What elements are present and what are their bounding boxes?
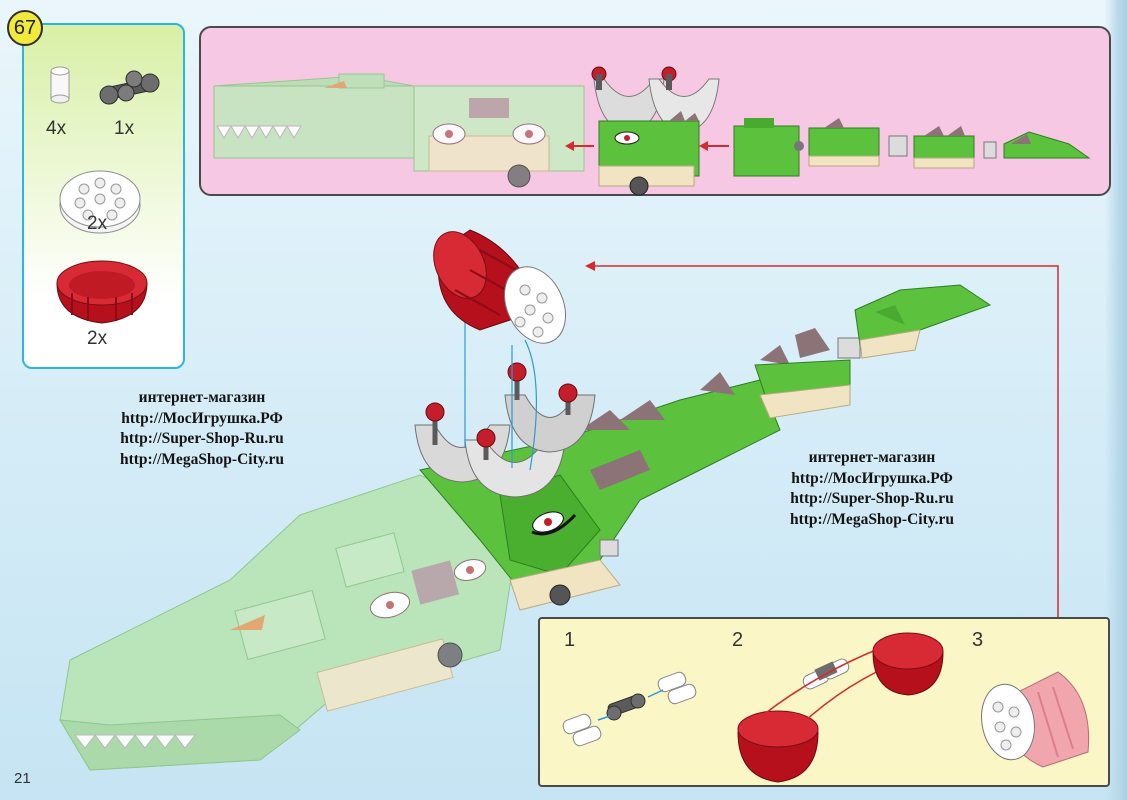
overview-arrow-2 bbox=[699, 141, 729, 151]
crocodile-tail bbox=[754, 284, 992, 419]
parts-list-box: 4x 1x 2x 2x bbox=[22, 23, 185, 369]
shop-info-right: интернет-магазин http://МосИгрушка.РФ ht… bbox=[762, 448, 982, 530]
part-qty-connector: 1x bbox=[114, 118, 135, 139]
axle-connector-icon bbox=[99, 70, 160, 105]
barrel-assembly bbox=[433, 229, 566, 344]
shop-right-heading: интернет-магазин bbox=[808, 449, 936, 466]
overview-arrow-1 bbox=[565, 141, 594, 151]
step-number-badge: 67 bbox=[7, 10, 43, 46]
part-qty-round-plate: 2x bbox=[87, 213, 108, 234]
sub-steps-panel: 1 2 3 bbox=[538, 617, 1110, 787]
page-number: 21 bbox=[14, 770, 31, 787]
part-qty-barrel: 2x bbox=[87, 328, 108, 349]
shop-left-link-2[interactable]: http://Super-Shop-Ru.ru bbox=[120, 430, 284, 447]
parts-illustrations bbox=[50, 66, 160, 324]
page-edge-shadow bbox=[1105, 0, 1127, 800]
crocodile-head bbox=[59, 474, 521, 771]
shop-left-link-1[interactable]: http://МосИгрушка.РФ bbox=[121, 409, 283, 427]
shop-right-link-3[interactable]: http://MegaShop-City.ru bbox=[789, 510, 955, 528]
crocodile-body bbox=[419, 345, 790, 611]
barrel-holders bbox=[414, 362, 596, 498]
shop-left-heading: интернет-магазин bbox=[138, 389, 266, 406]
shop-right-link-1[interactable]: http://МосИгрушка.РФ bbox=[791, 469, 953, 487]
overview-middle-section bbox=[591, 66, 720, 196]
shop-left-link-3[interactable]: http://MegaShop-City.ru bbox=[119, 450, 285, 468]
sub-assembly-overview-panel bbox=[199, 26, 1111, 196]
substep-number-3: 3 bbox=[972, 629, 984, 651]
substep-number-2: 2 bbox=[732, 629, 744, 651]
substep-number-1: 1 bbox=[564, 629, 576, 651]
overview-head bbox=[213, 73, 585, 188]
shop-info-left: интернет-магазин http://МосИгрушка.РФ ht… bbox=[92, 388, 312, 470]
barrel-guide-lines bbox=[464, 320, 538, 471]
white-round-brick-icon bbox=[50, 66, 70, 104]
red-barrel-icon bbox=[56, 260, 148, 324]
overview-body-pieces bbox=[733, 118, 1091, 177]
part-qty-round-brick: 4x bbox=[46, 118, 67, 139]
crocodile-overview-illustration bbox=[213, 66, 1091, 196]
substeps-illustration bbox=[562, 632, 1090, 783]
white-round-plate-icon bbox=[59, 170, 141, 234]
substep-3-illustration bbox=[981, 671, 1090, 768]
shop-right-link-2[interactable]: http://Super-Shop-Ru.ru bbox=[790, 490, 954, 507]
guide-arrow bbox=[585, 261, 1059, 617]
substep-2-illustration bbox=[737, 632, 944, 783]
substep-1-illustration bbox=[562, 671, 697, 747]
